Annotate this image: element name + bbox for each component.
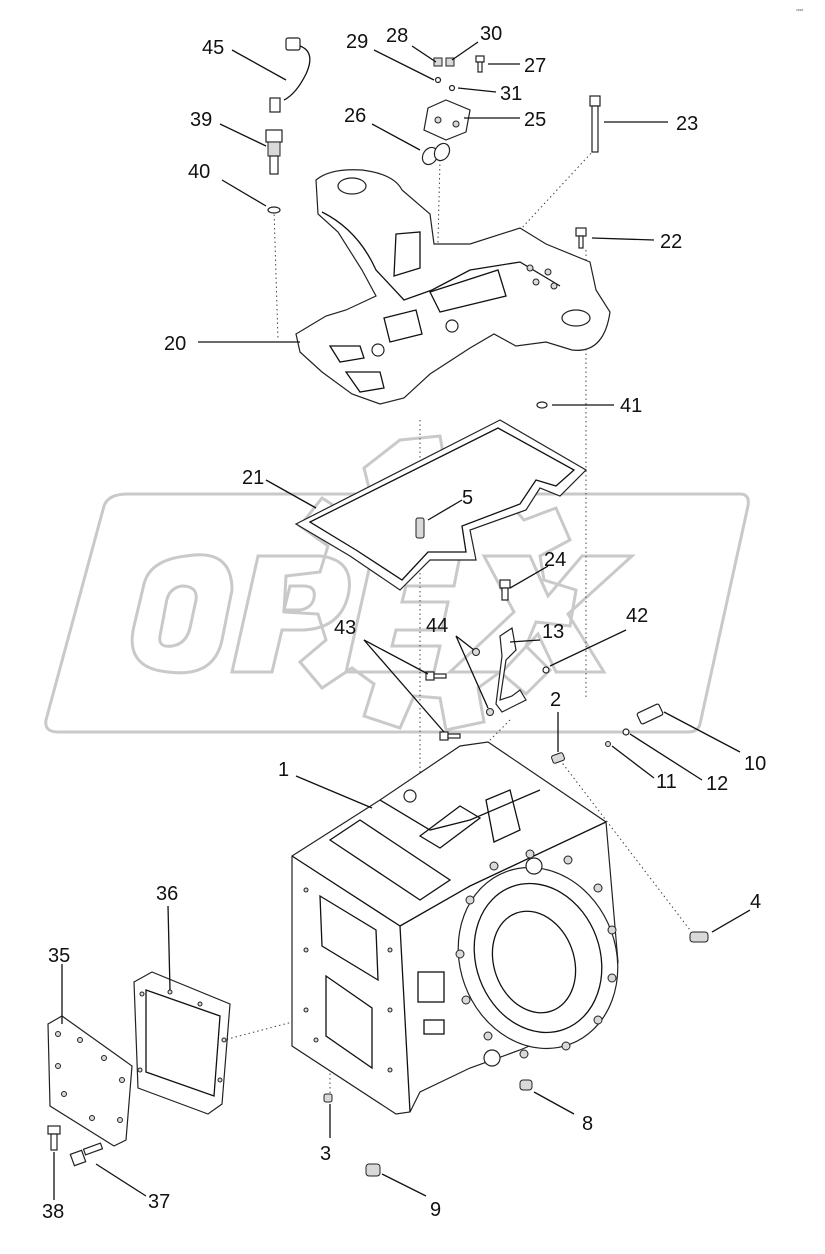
pin-4-part [689,931,709,943]
pin-3-part [323,1093,333,1103]
callout-38: 38 [42,1201,64,1223]
callout-11: 11 [656,771,677,793]
callout-13: 13 [542,621,564,643]
callout-10: 10 [744,753,766,775]
callout-35: 35 [48,945,70,967]
callout-8: 8 [582,1113,593,1135]
callout-28: 28 [386,25,408,47]
callout-41: 41 [620,395,642,417]
oil-pipe-part [495,626,527,713]
callout-22: 22 [660,231,682,253]
transmission-housing-part [291,741,619,1115]
fitting-part [499,579,511,601]
dowel-2-part [551,752,565,764]
callout-4: 4 [750,891,761,913]
callout-labels: 45 29 28 30 27 31 39 26 25 23 40 22 20 4… [42,23,766,1223]
callout-43: 43 [334,617,356,639]
callout-44: 44 [426,615,448,637]
callout-9: 9 [430,1199,441,1221]
leader-lines [53,41,751,1200]
plug-8-part [519,1079,533,1091]
callout-25: 25 [524,109,546,131]
bolt-38-part [47,1125,61,1151]
drain-plug-part [605,703,664,747]
callout-21: 21 [242,467,264,489]
callout-20: 20 [164,333,186,355]
callout-23: 23 [676,113,698,135]
callout-12: 12 [706,773,728,795]
switch-part [265,129,283,175]
callout-31: 31 [500,83,522,105]
callout-27: 27 [524,55,546,77]
callout-2: 2 [550,689,561,711]
callout-24: 24 [544,549,566,571]
callout-42: 42 [626,605,648,627]
callout-37: 37 [148,1191,170,1213]
callout-36: 36 [156,883,178,905]
bolt-part [575,227,587,249]
corner-brand-mark: ᵒᵖᵉˣ [796,8,804,14]
bolt-37-part [69,1142,104,1167]
callout-30: 30 [480,23,502,45]
o-ring-42-part [542,666,550,674]
sensor-harness-part [269,37,311,113]
long-bolt-part [589,95,601,153]
seal-part [421,142,451,166]
gasket-part [294,419,587,591]
callout-40: 40 [188,161,210,183]
o-ring-small-part [536,401,548,409]
small-plugs-part [433,57,456,92]
callout-5: 5 [462,487,473,509]
top-cover-housing-part [295,169,611,405]
opex-watermark [44,434,750,734]
plug-9-part [365,1163,381,1177]
callout-45: 45 [202,37,224,59]
nuts-part [472,648,494,716]
callout-39: 39 [190,109,212,131]
callout-29: 29 [346,31,368,53]
bolts-43-part [425,671,461,741]
screw-part [475,55,485,73]
callout-3: 3 [320,1143,331,1165]
o-ring-part [267,206,281,214]
dowel-pin-part [415,517,425,539]
valve-block-part [423,99,471,141]
callout-1: 1 [278,759,289,781]
callout-26: 26 [344,105,366,127]
cover-gasket-part [133,971,231,1115]
